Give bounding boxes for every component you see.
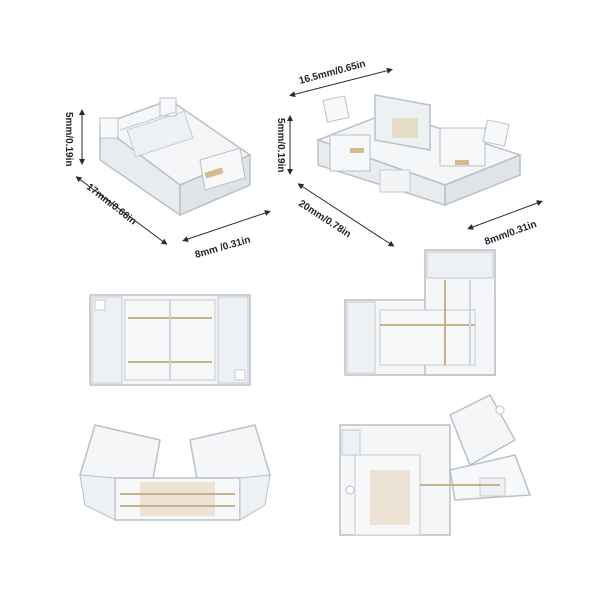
straight-connector-top-view bbox=[89, 294, 251, 386]
dim-a-length: 17mm/0.66in bbox=[84, 182, 138, 228]
dim-a-height: 5mm/0.19in bbox=[63, 112, 74, 166]
straight-connector-3d bbox=[98, 97, 252, 217]
t-connector-3d bbox=[315, 94, 523, 207]
dim-b-height: 5mm/0.19in bbox=[275, 118, 286, 172]
dim-b-length: 20mm/0.78in bbox=[296, 198, 352, 240]
dimension-lines-a bbox=[75, 109, 271, 245]
dim-b-top: 16.5mm/0.65in bbox=[298, 59, 367, 87]
dim-b-width: 8mm/0.31in bbox=[483, 219, 538, 248]
dimension-lines-b bbox=[287, 67, 543, 247]
straight-connector-open-clips bbox=[79, 424, 271, 521]
l-connector-top-view bbox=[344, 249, 496, 376]
l-connector-open-clips bbox=[339, 394, 532, 536]
dim-a-width: 8mm /0.31in bbox=[194, 235, 252, 261]
